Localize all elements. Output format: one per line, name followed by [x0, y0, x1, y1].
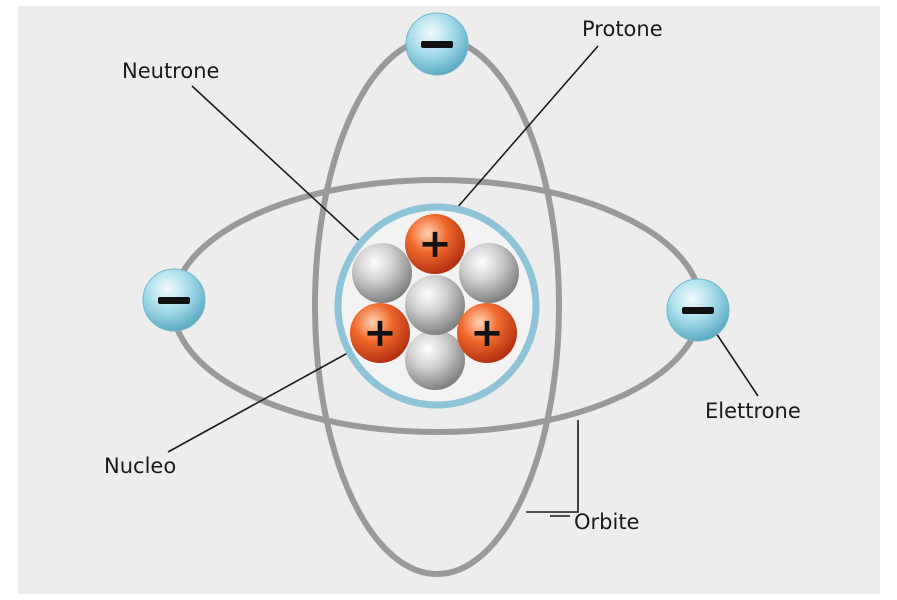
leader-lines: [167, 45, 759, 517]
electron-particle: [666, 278, 730, 342]
label-elettrone: Elettrone: [705, 399, 801, 423]
leader-neutrone: [191, 85, 379, 259]
electron-particle: [142, 268, 206, 332]
electron-particle: [405, 12, 469, 76]
leader-protone: [435, 45, 599, 233]
plus-sign: +: [470, 310, 504, 356]
neutron-particle: [459, 243, 519, 303]
leader-nucleo: [167, 343, 365, 453]
label-protone: Protone: [582, 17, 663, 41]
plus-sign: +: [418, 221, 452, 267]
label-orbite: Orbite: [574, 510, 639, 534]
minus-sign: [682, 307, 714, 314]
proton-particle: +: [350, 303, 410, 363]
neutron-particle: [352, 243, 412, 303]
neutron-particle: [405, 330, 465, 390]
proton-particle: +: [405, 214, 465, 274]
minus-sign: [421, 41, 453, 48]
label-neutrone: Neutrone: [122, 59, 219, 83]
leader-orbite: [526, 420, 579, 513]
minus-sign: [158, 297, 190, 304]
neutron-particle: [405, 275, 465, 335]
label-nucleo: Nucleo: [104, 454, 176, 478]
nucleus: + + +: [334, 203, 540, 409]
plus-sign: +: [363, 310, 397, 356]
proton-particle: +: [457, 303, 517, 363]
leader-elettrone: [713, 329, 759, 397]
